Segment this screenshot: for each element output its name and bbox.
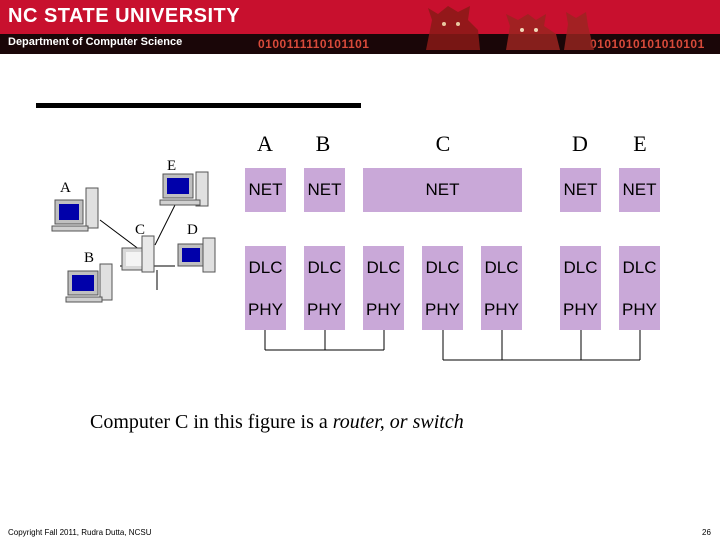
phy-layer-e: PHY	[619, 289, 660, 330]
phy-layer-c3: PHY	[481, 289, 522, 330]
copyright-notice: Copyright Fall 2011, Rudra Dutta, NCSU	[8, 528, 152, 537]
page-number: 26	[702, 528, 711, 537]
stack-column-b: B	[315, 131, 331, 156]
computer-icon	[177, 237, 216, 273]
university-name: NC STATE UNIVERSITY	[8, 5, 241, 27]
phy-layer-c2: PHY	[422, 289, 463, 330]
wolf-icon	[506, 14, 560, 50]
net-layer-e: NET	[619, 168, 660, 212]
computer-icon	[121, 235, 155, 273]
net-layer-d: NET	[560, 168, 601, 212]
stack-column-c: C	[435, 131, 451, 156]
node-label-d: D	[187, 222, 198, 238]
department-name: Department of Computer Science	[8, 36, 183, 48]
binary-pattern-right: 0101010101010101	[590, 37, 705, 51]
dlc-layer-a: DLC	[245, 246, 286, 289]
node-label-c: C	[135, 222, 146, 238]
net-layer-a: NET	[245, 168, 286, 212]
node-label-b: B	[84, 250, 95, 266]
net-layer-b: NET	[304, 168, 345, 212]
dlc-layer-b: DLC	[304, 246, 345, 289]
net-layer-c: NET	[363, 168, 522, 212]
stack-column-e: E	[633, 131, 647, 156]
link-a-c	[99, 219, 141, 251]
phy-layer-b: PHY	[304, 289, 345, 330]
wolf-icon	[564, 12, 594, 50]
stack-wiring	[264, 330, 641, 361]
computer-icon	[65, 263, 113, 303]
caption-prefix: Computer C in this figure is a	[90, 411, 333, 433]
stack-column-a: A	[257, 131, 273, 156]
dlc-layer-e: DLC	[619, 246, 660, 289]
title-rule	[36, 103, 361, 108]
stack-column-d: D	[572, 131, 588, 156]
wolf-icon	[426, 6, 480, 50]
node-label-a: A	[60, 180, 71, 196]
phy-layer-c1: PHY	[363, 289, 404, 330]
binary-pattern-left: 0100111110101101	[258, 37, 370, 51]
phy-layer-a: PHY	[245, 289, 286, 330]
dlc-layer-c2: DLC	[422, 246, 463, 289]
dlc-layer-c1: DLC	[363, 246, 404, 289]
caption-emphasis: router, or switch	[332, 411, 464, 433]
dlc-layer-d: DLC	[560, 246, 601, 289]
phy-layer-d: PHY	[560, 289, 601, 330]
node-label-e: E	[167, 158, 177, 174]
figure-caption: Computer C in this figure is a router, o…	[90, 411, 464, 434]
computer-icon	[51, 187, 99, 232]
computer-icon	[159, 171, 209, 207]
dlc-layer-c3: DLC	[481, 246, 522, 289]
link-c-e	[154, 204, 176, 246]
